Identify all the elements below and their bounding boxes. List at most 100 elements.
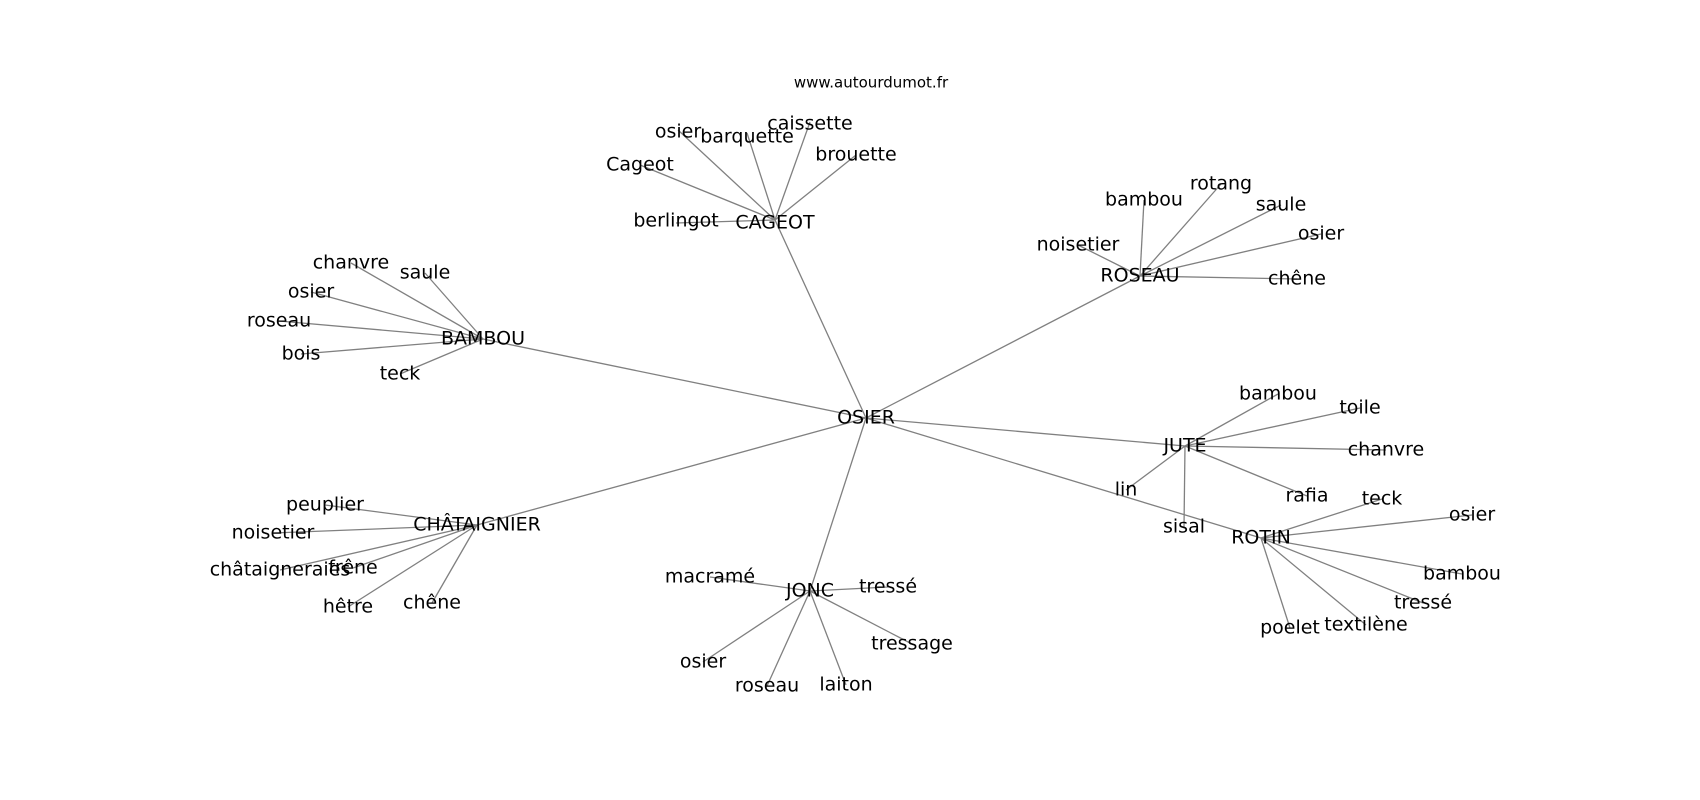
leaf-node-bambou-roseau[interactable]: roseau bbox=[247, 310, 311, 332]
leaf-node-jonc-roseau[interactable]: roseau bbox=[735, 675, 799, 697]
edge-roseau-chene bbox=[1139, 275, 1298, 280]
edge-roseau-saule bbox=[1139, 204, 1282, 277]
edge-jute-rafia bbox=[1184, 445, 1308, 497]
edge-osier-jute bbox=[865, 417, 1186, 447]
edge-jute-bambou bbox=[1184, 393, 1279, 447]
edge-chataignier-peuplier bbox=[324, 504, 478, 526]
edge-cageot-caissette bbox=[774, 121, 811, 221]
leaf-node-rotin-poelet[interactable]: poelet bbox=[1260, 617, 1320, 639]
edge-osier-cageot bbox=[774, 219, 867, 419]
leaf-node-rotin-tresse[interactable]: tressé bbox=[1394, 592, 1452, 614]
edge-bambou-chanvre bbox=[350, 262, 484, 340]
edge-cageot-cageot bbox=[639, 164, 776, 221]
edge-chataignier-chene bbox=[431, 524, 478, 604]
edge-osier-jonc bbox=[809, 417, 867, 592]
edge-chataignier-chataigneraies bbox=[279, 524, 478, 571]
leaf-node-bambou-teck[interactable]: teck bbox=[380, 363, 421, 385]
edge-jonc-tressage bbox=[809, 590, 913, 645]
leaf-node-cageot-brouette[interactable]: brouette bbox=[815, 144, 896, 166]
leaf-node-jute-rafia[interactable]: rafia bbox=[1285, 485, 1328, 507]
leaf-node-bambou-bois[interactable]: bois bbox=[282, 343, 321, 365]
leaf-node-jute-toile[interactable]: toile bbox=[1339, 397, 1380, 419]
edge-osier-roseau bbox=[865, 275, 1141, 419]
center-node-label[interactable]: OSIER bbox=[837, 407, 895, 429]
leaf-node-bambou-osier[interactable]: osier bbox=[288, 281, 334, 303]
leaf-node-cageot-osier[interactable]: osier bbox=[655, 121, 701, 143]
edge-cageot-osier bbox=[677, 129, 776, 221]
edge-bambou-roseau bbox=[278, 320, 484, 340]
hub-node-chataignier[interactable]: CHÂTAIGNIER bbox=[413, 513, 541, 536]
leaf-node-roseau-rotang[interactable]: rotang bbox=[1190, 173, 1252, 195]
leaf-node-rotin-textilene[interactable]: textilène bbox=[1324, 614, 1407, 636]
leaf-node-chataignier-chataigneraies[interactable]: châtaigneraies bbox=[210, 559, 351, 581]
hub-node-jute[interactable]: JUTE bbox=[1162, 435, 1206, 457]
edge-roseau-rotang bbox=[1139, 183, 1222, 277]
leaf-node-chataignier-peuplier[interactable]: peuplier bbox=[286, 494, 364, 516]
leaf-node-cageot-barquette[interactable]: barquette bbox=[700, 126, 794, 148]
edge-chataignier-frene bbox=[352, 524, 478, 569]
hub-node-bambou[interactable]: BAMBOU bbox=[441, 328, 525, 350]
hub-node-jonc[interactable]: JONC bbox=[785, 580, 834, 602]
edge-jonc-roseau bbox=[766, 590, 811, 687]
hub-node-cageot[interactable]: CAGEOT bbox=[735, 212, 815, 234]
leaf-node-jute-bambou[interactable]: bambou bbox=[1239, 383, 1317, 405]
edge-cageot-berlingot bbox=[675, 219, 776, 224]
leaf-node-rotin-osier[interactable]: osier bbox=[1449, 504, 1495, 526]
leaf-node-jute-chanvre[interactable]: chanvre bbox=[1348, 439, 1425, 461]
edge-jonc-laiton bbox=[809, 590, 847, 686]
edge-bambou-osier bbox=[310, 291, 484, 340]
edge-rotin-teck bbox=[1260, 498, 1383, 539]
leaf-node-jute-sisal[interactable]: sisal bbox=[1163, 516, 1205, 538]
leaf-node-bambou-chanvre[interactable]: chanvre bbox=[313, 252, 390, 274]
edge-roseau-osier bbox=[1139, 233, 1322, 277]
leaf-node-cageot-berlingot[interactable]: berlingot bbox=[633, 210, 718, 232]
leaf-node-jonc-laiton[interactable]: laiton bbox=[819, 674, 872, 696]
edge-jute-sisal bbox=[1183, 445, 1186, 528]
edge-chataignier-noisetier bbox=[272, 524, 478, 534]
leaf-node-jonc-macrame[interactable]: macramé bbox=[665, 566, 755, 588]
edge-osier-rotin bbox=[865, 417, 1262, 539]
site-url: www.autourdumot.fr bbox=[794, 74, 949, 92]
hub-node-rotin[interactable]: ROTIN bbox=[1231, 527, 1291, 549]
edge-bambou-teck bbox=[399, 338, 484, 375]
edge-roseau-bambou bbox=[1139, 199, 1145, 277]
edge-cageot-barquette bbox=[746, 132, 776, 221]
leaf-node-roseau-osier[interactable]: osier bbox=[1298, 223, 1344, 245]
leaf-node-rotin-teck[interactable]: teck bbox=[1362, 488, 1403, 510]
leaf-node-cageot-cageot[interactable]: Cageot bbox=[606, 154, 674, 176]
edge-jute-lin bbox=[1125, 445, 1186, 491]
edge-jonc-macrame bbox=[709, 576, 811, 592]
leaf-node-cageot-caissette[interactable]: caissette bbox=[767, 113, 852, 135]
leaf-node-roseau-saule[interactable]: saule bbox=[1256, 194, 1307, 216]
edge-chataignier-hetre bbox=[347, 524, 478, 608]
edges-layer bbox=[272, 121, 1473, 687]
leaf-node-chataignier-frene[interactable]: frêne bbox=[328, 557, 378, 579]
edge-jute-chanvre bbox=[1184, 445, 1387, 451]
hub-node-roseau[interactable]: ROSEAU bbox=[1100, 265, 1179, 287]
leaf-node-roseau-noisetier[interactable]: noisetier bbox=[1037, 234, 1120, 256]
edge-bambou-saule bbox=[424, 272, 484, 340]
leaf-node-rotin-bambou[interactable]: bambou bbox=[1423, 563, 1501, 585]
edge-roseau-noisetier bbox=[1077, 244, 1141, 277]
leaf-node-chataignier-chene[interactable]: chêne bbox=[403, 592, 461, 614]
edge-jonc-tresse bbox=[809, 586, 889, 592]
leaf-node-bambou-saule[interactable]: saule bbox=[400, 262, 451, 284]
edge-rotin-tresse bbox=[1260, 537, 1424, 604]
leaf-node-jonc-tressage[interactable]: tressage bbox=[871, 633, 953, 655]
leaf-node-roseau-chene[interactable]: chêne bbox=[1268, 268, 1326, 290]
leaf-node-roseau-bambou[interactable]: bambou bbox=[1105, 189, 1183, 211]
leaf-node-chataignier-noisetier[interactable]: noisetier bbox=[232, 522, 315, 544]
edge-cageot-brouette bbox=[774, 154, 857, 221]
edge-bambou-bois bbox=[300, 338, 484, 355]
leaf-node-jute-lin[interactable]: lin bbox=[1115, 479, 1138, 501]
leaf-node-chataignier-hetre[interactable]: hêtre bbox=[323, 596, 373, 618]
edge-rotin-osier bbox=[1260, 514, 1473, 539]
edge-rotin-textilene bbox=[1260, 537, 1367, 626]
leaf-node-jonc-tresse[interactable]: tressé bbox=[859, 576, 917, 598]
leaf-node-jonc-osier[interactable]: osier bbox=[680, 651, 726, 673]
edge-jonc-osier bbox=[702, 590, 811, 663]
edge-osier-bambou bbox=[482, 338, 867, 419]
edge-osier-chataignier bbox=[476, 417, 867, 526]
